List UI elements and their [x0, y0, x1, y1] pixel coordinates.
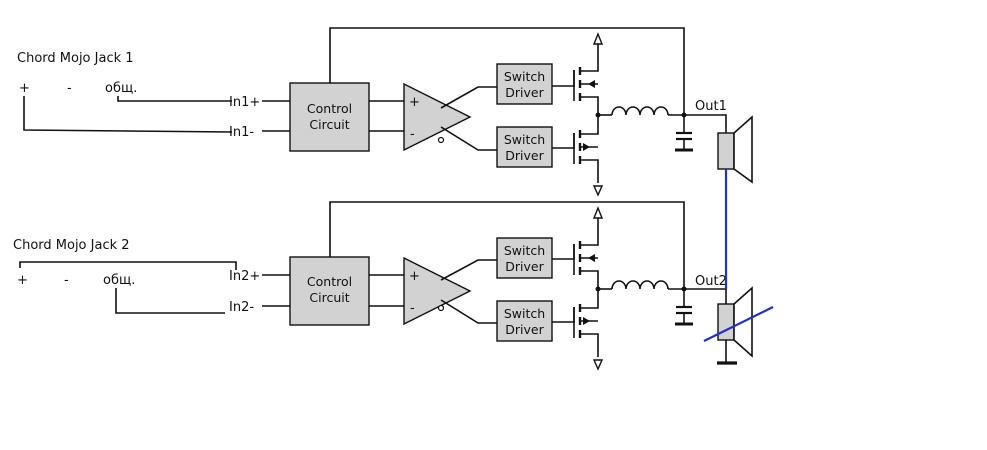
channel-1: In1+ In1- Control Circuit + - Switch Dri…: [229, 27, 753, 197]
jack-2-title: Chord Mojo Jack 2: [13, 238, 130, 253]
jack-2-plus-wire: [19, 261, 237, 270]
jack-2-common-wire: [115, 288, 225, 314]
switch-driver-1-bottom-line2: Driver: [505, 148, 544, 163]
low-rail-arrow-2: [592, 359, 604, 371]
jack-2-plus-label: +: [17, 273, 28, 288]
jack-1-minus-label: -: [67, 81, 72, 96]
jack-1-title: Chord Mojo Jack 1: [17, 51, 134, 66]
control-circuit-2-line2: Circuit: [309, 290, 349, 305]
switch-driver-1-bottom: [496, 126, 553, 168]
jack-1: Chord Mojo Jack 1 + - общ.: [17, 51, 233, 133]
control-circuit-2: [289, 256, 370, 326]
comparator-1: [403, 82, 472, 152]
comparator-2-minus: -: [410, 301, 415, 316]
capacitor-1: [675, 115, 693, 152]
inductor-1: [598, 106, 718, 116]
jack-2-common-label: общ.: [103, 273, 135, 288]
ground-cross-out-wire: [703, 306, 774, 342]
opamp-to-driver-top-2: [440, 259, 497, 281]
opamp-to-driver-top-1: [440, 86, 497, 109]
channel-2: In2+ In2- Control Circuit + - Switch Dri…: [229, 201, 753, 371]
capacitor-2: [675, 289, 693, 326]
high-side-mosfet-1: [552, 32, 604, 115]
high-side-mosfet-2: [552, 206, 604, 289]
jack-1-common-wire: [117, 96, 232, 102]
jack-1-common-label: общ.: [105, 81, 137, 96]
switch-driver-2-top: [496, 237, 553, 279]
opamp-to-driver-bottom-2: [440, 299, 497, 324]
comparator-2: [403, 256, 472, 326]
comparator-2-inverted-output: [437, 304, 445, 312]
low-side-mosfet-2: [552, 289, 604, 371]
in1-plus-label: In1+: [229, 95, 260, 110]
switch-driver-1-top-line2: Driver: [505, 85, 544, 100]
jack-2: Chord Mojo Jack 2 + - общ.: [13, 238, 237, 314]
jack-2-minus-label: -: [64, 273, 69, 288]
comparator-1-plus: +: [409, 95, 420, 110]
out1-label: Out1: [695, 99, 727, 114]
out2-label: Out2: [695, 274, 727, 289]
feedback-wire-2: [329, 201, 685, 289]
control-circuit-1-line1: Control: [307, 101, 352, 116]
control-circuit-1-line2: Circuit: [309, 117, 349, 132]
low-side-mosfet-1: [552, 115, 604, 197]
control-circuit-1: [289, 82, 370, 152]
comparator-1-inverted-output: [437, 136, 445, 144]
switch-driver-2-top-line2: Driver: [505, 259, 544, 274]
feedback-wire-1: [329, 27, 685, 115]
high-rail-arrow-2: [592, 206, 604, 219]
jack-1-plus-label: +: [19, 81, 30, 96]
in2-minus-label: In2-: [229, 300, 254, 315]
in1-minus-label: In1-: [229, 125, 254, 140]
switch-driver-2-bottom: [496, 300, 553, 342]
comparator-2-plus: +: [409, 269, 420, 284]
opamp-to-driver-bottom-1: [440, 126, 497, 151]
comparator-1-minus: -: [410, 127, 415, 142]
switch-driver-2-top-line1: Switch: [504, 243, 545, 258]
switch-driver-1-bottom-line1: Switch: [504, 132, 545, 147]
switch-driver-1-top: [496, 63, 553, 105]
speaker-1: [717, 114, 753, 184]
in2-plus-label: In2+: [229, 269, 260, 284]
switch-driver-2-bottom-line1: Switch: [504, 306, 545, 321]
inductor-2: [598, 280, 718, 290]
control-circuit-2-line1: Control: [307, 274, 352, 289]
low-rail-arrow-1: [592, 185, 604, 197]
switch-driver-1-top-line1: Switch: [504, 69, 545, 84]
jack-1-plus-wire: [23, 96, 233, 133]
switch-driver-2-bottom-line2: Driver: [505, 322, 544, 337]
high-rail-arrow-1: [592, 32, 604, 45]
